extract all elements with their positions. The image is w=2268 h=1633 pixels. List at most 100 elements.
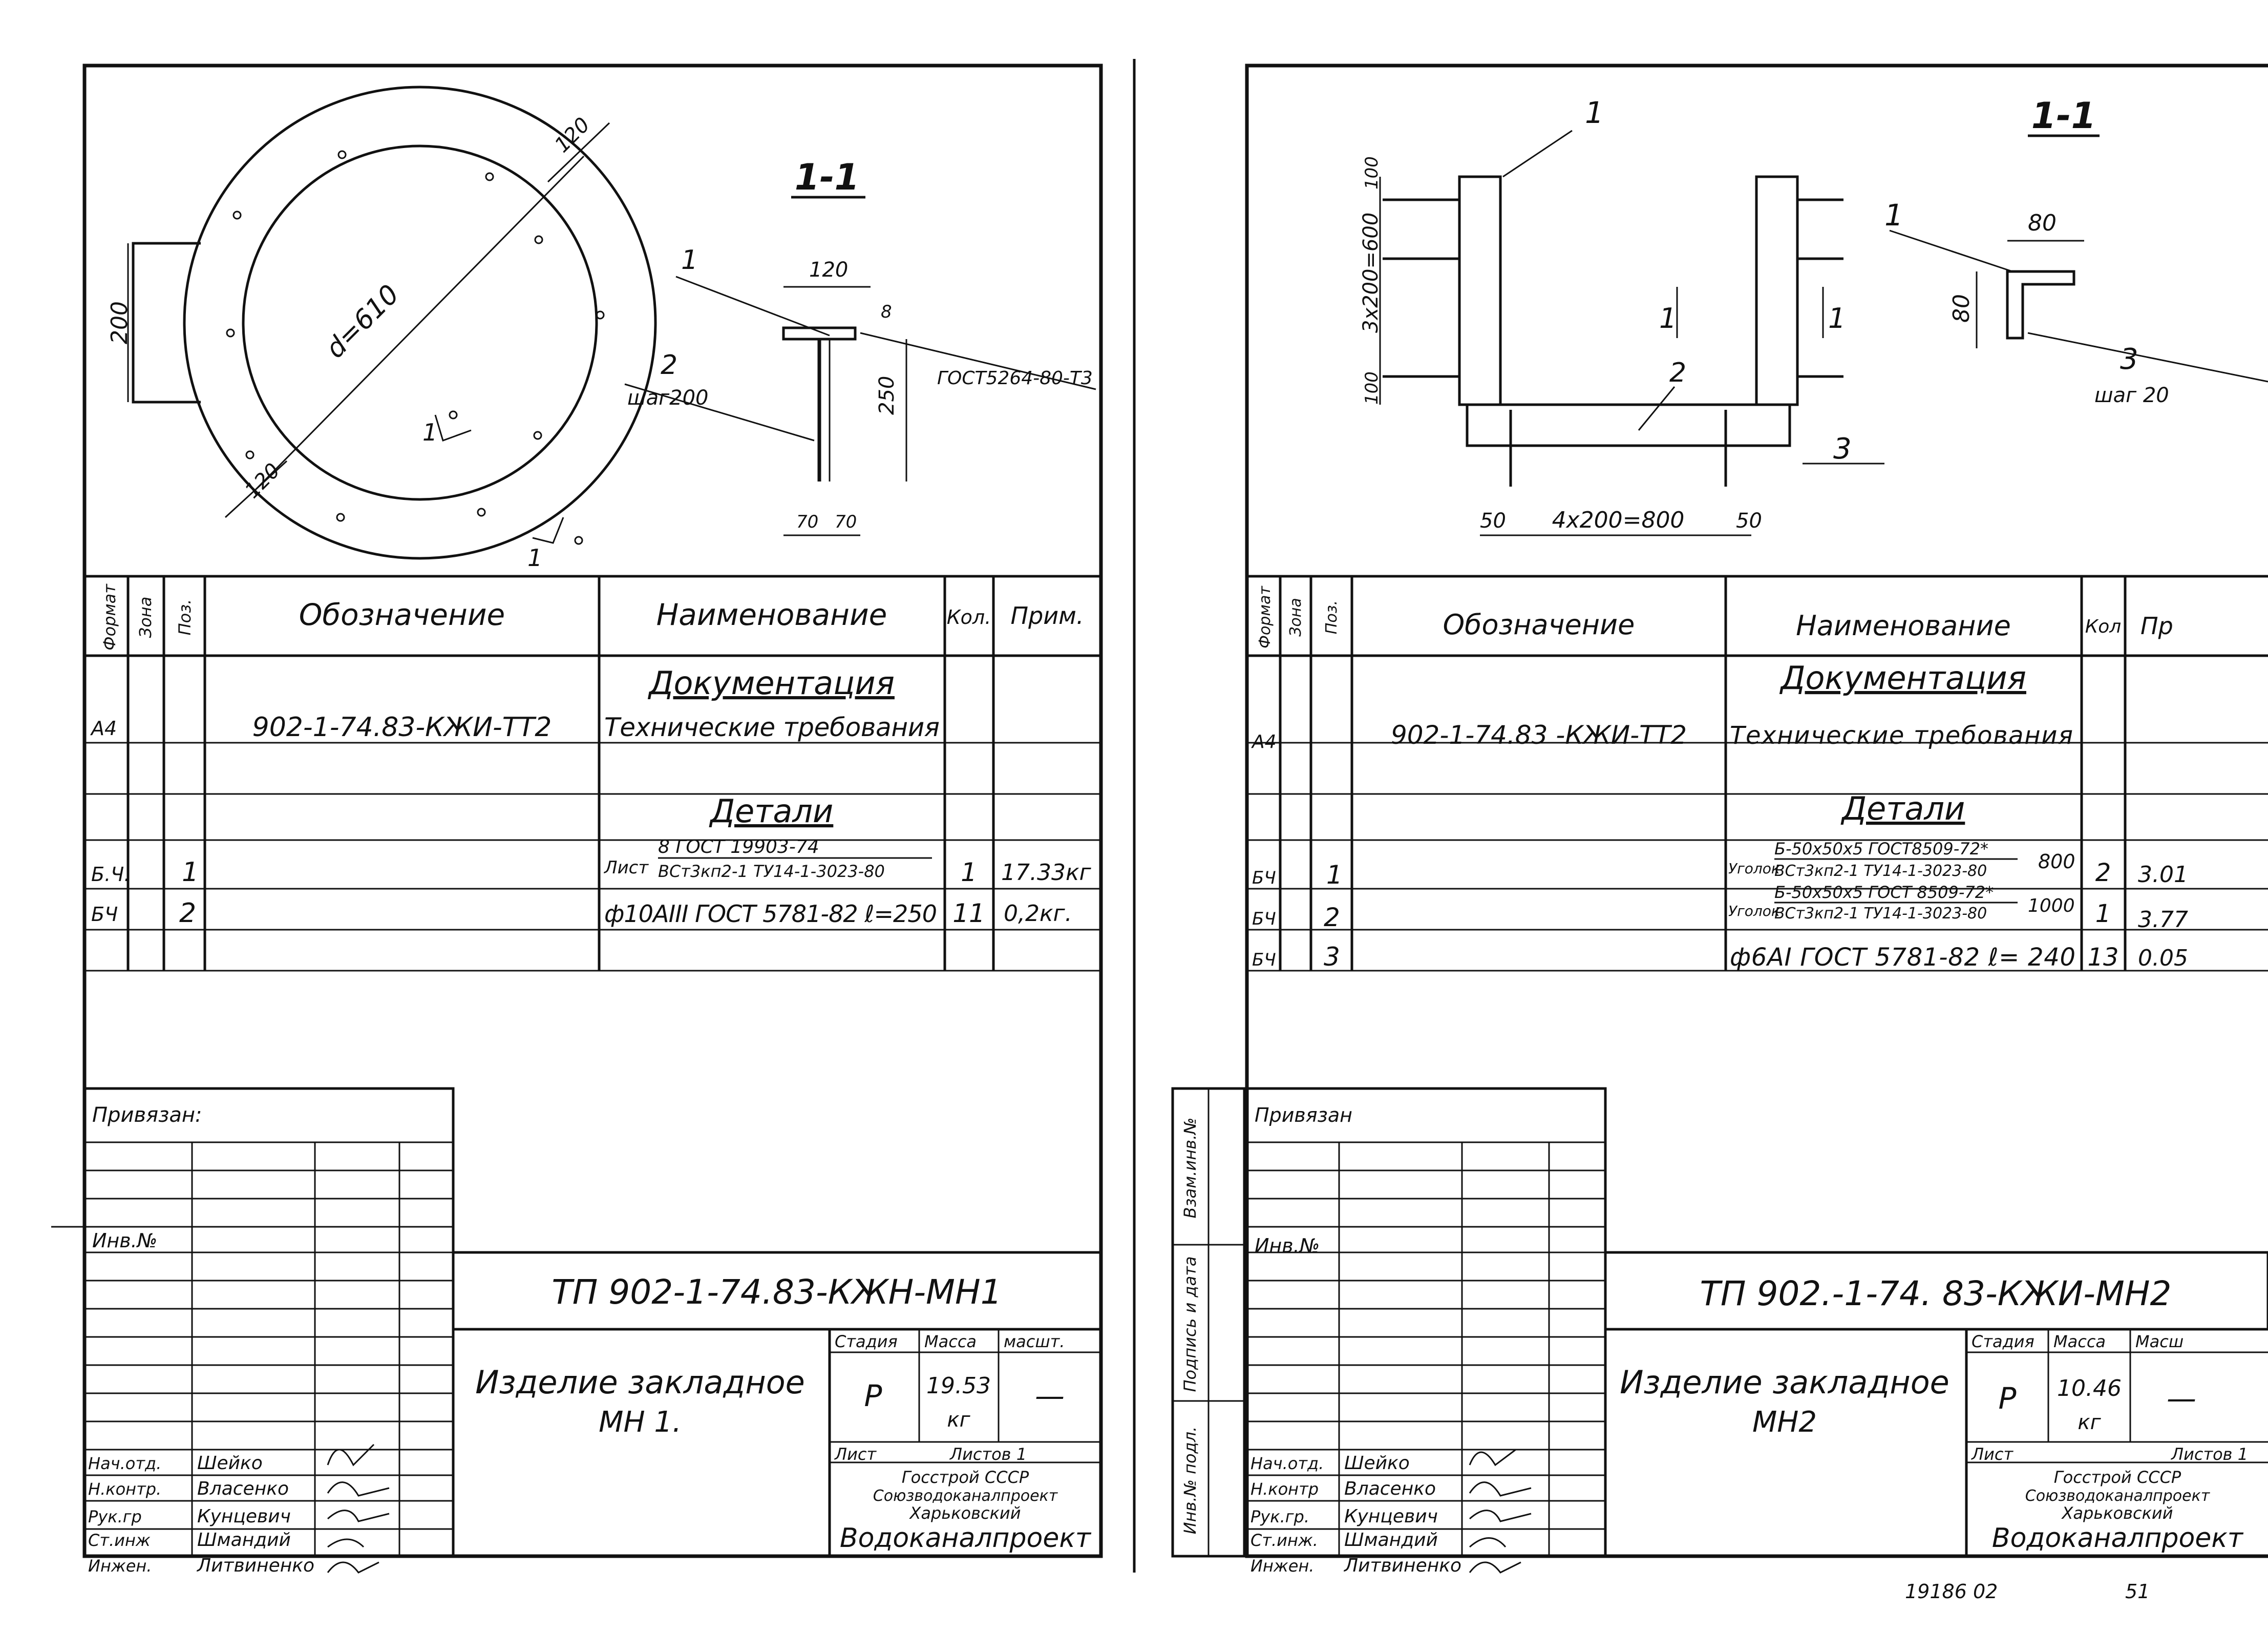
section-documentation: Документация xyxy=(647,664,895,702)
elev-pos-1: 1 xyxy=(1585,95,1604,130)
detail-pos-2: 2 xyxy=(661,350,677,381)
signature2-5 xyxy=(1469,1561,1521,1574)
role2-5: Инжен. xyxy=(1250,1556,1314,1576)
name2-1: Шейко xyxy=(1344,1453,1410,1474)
r1-qty: 2 xyxy=(2095,859,2111,887)
row2-name: ф10АIII ГОСТ 5781-82 ℓ=250 xyxy=(604,900,937,928)
detail-step: шаг200 xyxy=(627,386,708,410)
col-qty: Кол. xyxy=(947,606,991,629)
inv-no-label-2: Инв.№ xyxy=(1255,1234,1320,1257)
org2-line4: Водоканалпроект xyxy=(1992,1523,2244,1554)
sheets-label: Листов 1 xyxy=(949,1444,1027,1464)
section-details: Детали xyxy=(709,792,834,830)
dim-200: 200 xyxy=(107,301,133,344)
r2-note: 3.77 xyxy=(2138,907,2188,933)
detail-dim-70a: 70 xyxy=(796,512,818,532)
elev-dim-100-bottom: 100 xyxy=(1362,371,1382,405)
detail2-pos-3: 3 xyxy=(2120,343,2138,376)
name-1: Шейко xyxy=(197,1453,263,1474)
signature2-3 xyxy=(1469,1510,1532,1522)
row1-qty: 1 xyxy=(961,857,977,887)
signature-3 xyxy=(327,1510,390,1522)
col-designation: Обозначение xyxy=(299,597,505,632)
r1-name-top: Б-50х50х5 ГОСТ8509-72* xyxy=(1774,839,1988,859)
col2-pos: Поз. xyxy=(1323,600,1341,634)
signature-2 xyxy=(327,1481,390,1497)
org-line4: Водоканалпроект xyxy=(840,1523,1092,1554)
stage-label-2: Стадия xyxy=(1972,1332,2034,1351)
col-note: Прим. xyxy=(1010,602,1084,630)
name2-4: Шмандий xyxy=(1344,1530,1438,1551)
elev-pos-3: 3 xyxy=(1833,432,1852,466)
scale-value: — xyxy=(1035,1378,1065,1413)
r3-qty: 13 xyxy=(2087,943,2118,972)
section2-details: Детали xyxy=(1840,790,1965,827)
detail2-dim-80v: 80 xyxy=(1948,294,1975,323)
detail2-pos-1: 1 xyxy=(1884,198,1903,233)
side-label-1: Взам.инв.№ xyxy=(1180,1118,1200,1219)
org2-line2: Союзводоканалпроект xyxy=(2025,1487,2211,1505)
r3-name: ф6АI ГОСТ 5781-82 ℓ= 240 xyxy=(1730,943,2075,972)
r1-pos: 1 xyxy=(1326,860,1343,890)
section-mark-2: 1 xyxy=(527,544,542,572)
r1-name-bottom: ВСт3кп2-1 ТУ14-1-3023-80 xyxy=(1774,862,1987,880)
title-block-sheet1: Привязан: Инв.№ ТП 902-1-74.83-КЖН-МН1 И… xyxy=(51,1087,1103,1576)
signature-5 xyxy=(327,1561,379,1574)
title2-line1: Изделие закладное xyxy=(1620,1364,1949,1401)
row2-qty: 11 xyxy=(952,898,985,928)
section-1-1-sheet2: 1-1 1 80 80 3 шаг 20 xyxy=(1884,95,2268,407)
mass-label: Масса xyxy=(924,1332,977,1351)
mass-unit: кг xyxy=(947,1408,970,1432)
detail-dim-70b: 70 xyxy=(835,512,857,532)
mass-unit-2: кг xyxy=(2078,1411,2101,1434)
section2-documentation: Документация xyxy=(1779,659,2026,697)
section-arrow-b: 1 xyxy=(1828,302,1846,334)
signature-4 xyxy=(327,1538,365,1548)
role-3: Рук.гр xyxy=(88,1507,142,1526)
spec-table-sheet2: Формат Зона Поз. Обозначение Наименовани… xyxy=(1247,576,2268,972)
spec-table-sheet1: Формат Зона Поз. Обозначение Наименовани… xyxy=(84,576,1101,972)
mass-value-2: 10.46 xyxy=(2057,1375,2122,1401)
name2-5: Литвиненко xyxy=(1343,1555,1461,1576)
r3-note: 0.05 xyxy=(2138,945,2188,971)
org-line3: Харьковский xyxy=(909,1503,1021,1523)
row-doc-designation: 902-1-74.83-КЖИ-ТТ2 xyxy=(252,712,552,743)
r2-format: БЧ xyxy=(1252,909,1276,929)
col-zone: Зона xyxy=(136,597,155,638)
section-title-2: 1-1 xyxy=(2031,95,2096,137)
row-doc-name: Технические требования xyxy=(604,713,940,742)
elev-dim-800: 4х200=800 xyxy=(1552,507,1685,533)
r3-pos: 3 xyxy=(1324,942,1340,972)
role-4: Ст.инж xyxy=(88,1531,151,1550)
signature-1 xyxy=(327,1443,375,1467)
title-line1: Изделие закладное xyxy=(475,1364,805,1401)
r2-length: 1000 xyxy=(2028,895,2075,916)
side-label-2: Подпись и дата xyxy=(1180,1256,1200,1392)
role2-1: Нач.отд. xyxy=(1250,1454,1324,1473)
org-line1: Госстрой СССР xyxy=(902,1468,1029,1487)
role2-2: Н.контр xyxy=(1250,1479,1319,1499)
sheet-2: 1 100 3х200=600 100 1 1 2 3 50 4х200=800… xyxy=(1171,64,2268,1603)
r1-length: 800 xyxy=(2038,850,2075,873)
row-doc-format: А4 xyxy=(90,717,117,740)
elev-dim-50a: 50 xyxy=(1480,509,1506,533)
signature2-4 xyxy=(1469,1537,1507,1548)
col2-name: Наименование xyxy=(1796,610,2011,642)
row1-name-top: 8 ГОСТ 19903-74 xyxy=(658,836,819,857)
col2-format: Формат xyxy=(1256,585,1274,648)
title-line2: МН 1. xyxy=(599,1406,682,1439)
row2-doc-designation: 902-1-74.83 -КЖИ-ТТ2 xyxy=(1391,720,1687,750)
sheets-label-2: Листов 1 xyxy=(2171,1444,2248,1464)
row1-name-bottom: ВСт3кп2-1 ТУ14-1-3023-80 xyxy=(658,862,885,881)
detail-dim-120: 120 xyxy=(809,258,848,282)
signature2-1 xyxy=(1469,1449,1516,1467)
detail-dim-8: 8 xyxy=(881,302,892,322)
r1-note: 3.01 xyxy=(2138,862,2188,888)
section-arrow-a: 1 xyxy=(1659,302,1677,334)
privyazan-label-2: Привязан xyxy=(1255,1104,1352,1126)
col2-note: Пр xyxy=(2140,612,2173,640)
elev-dim-100-top: 100 xyxy=(1362,156,1382,190)
sheet-label: Лист xyxy=(834,1444,877,1464)
document-code: ТП 902-1-74.83-КЖН-МН1 xyxy=(552,1272,1002,1312)
